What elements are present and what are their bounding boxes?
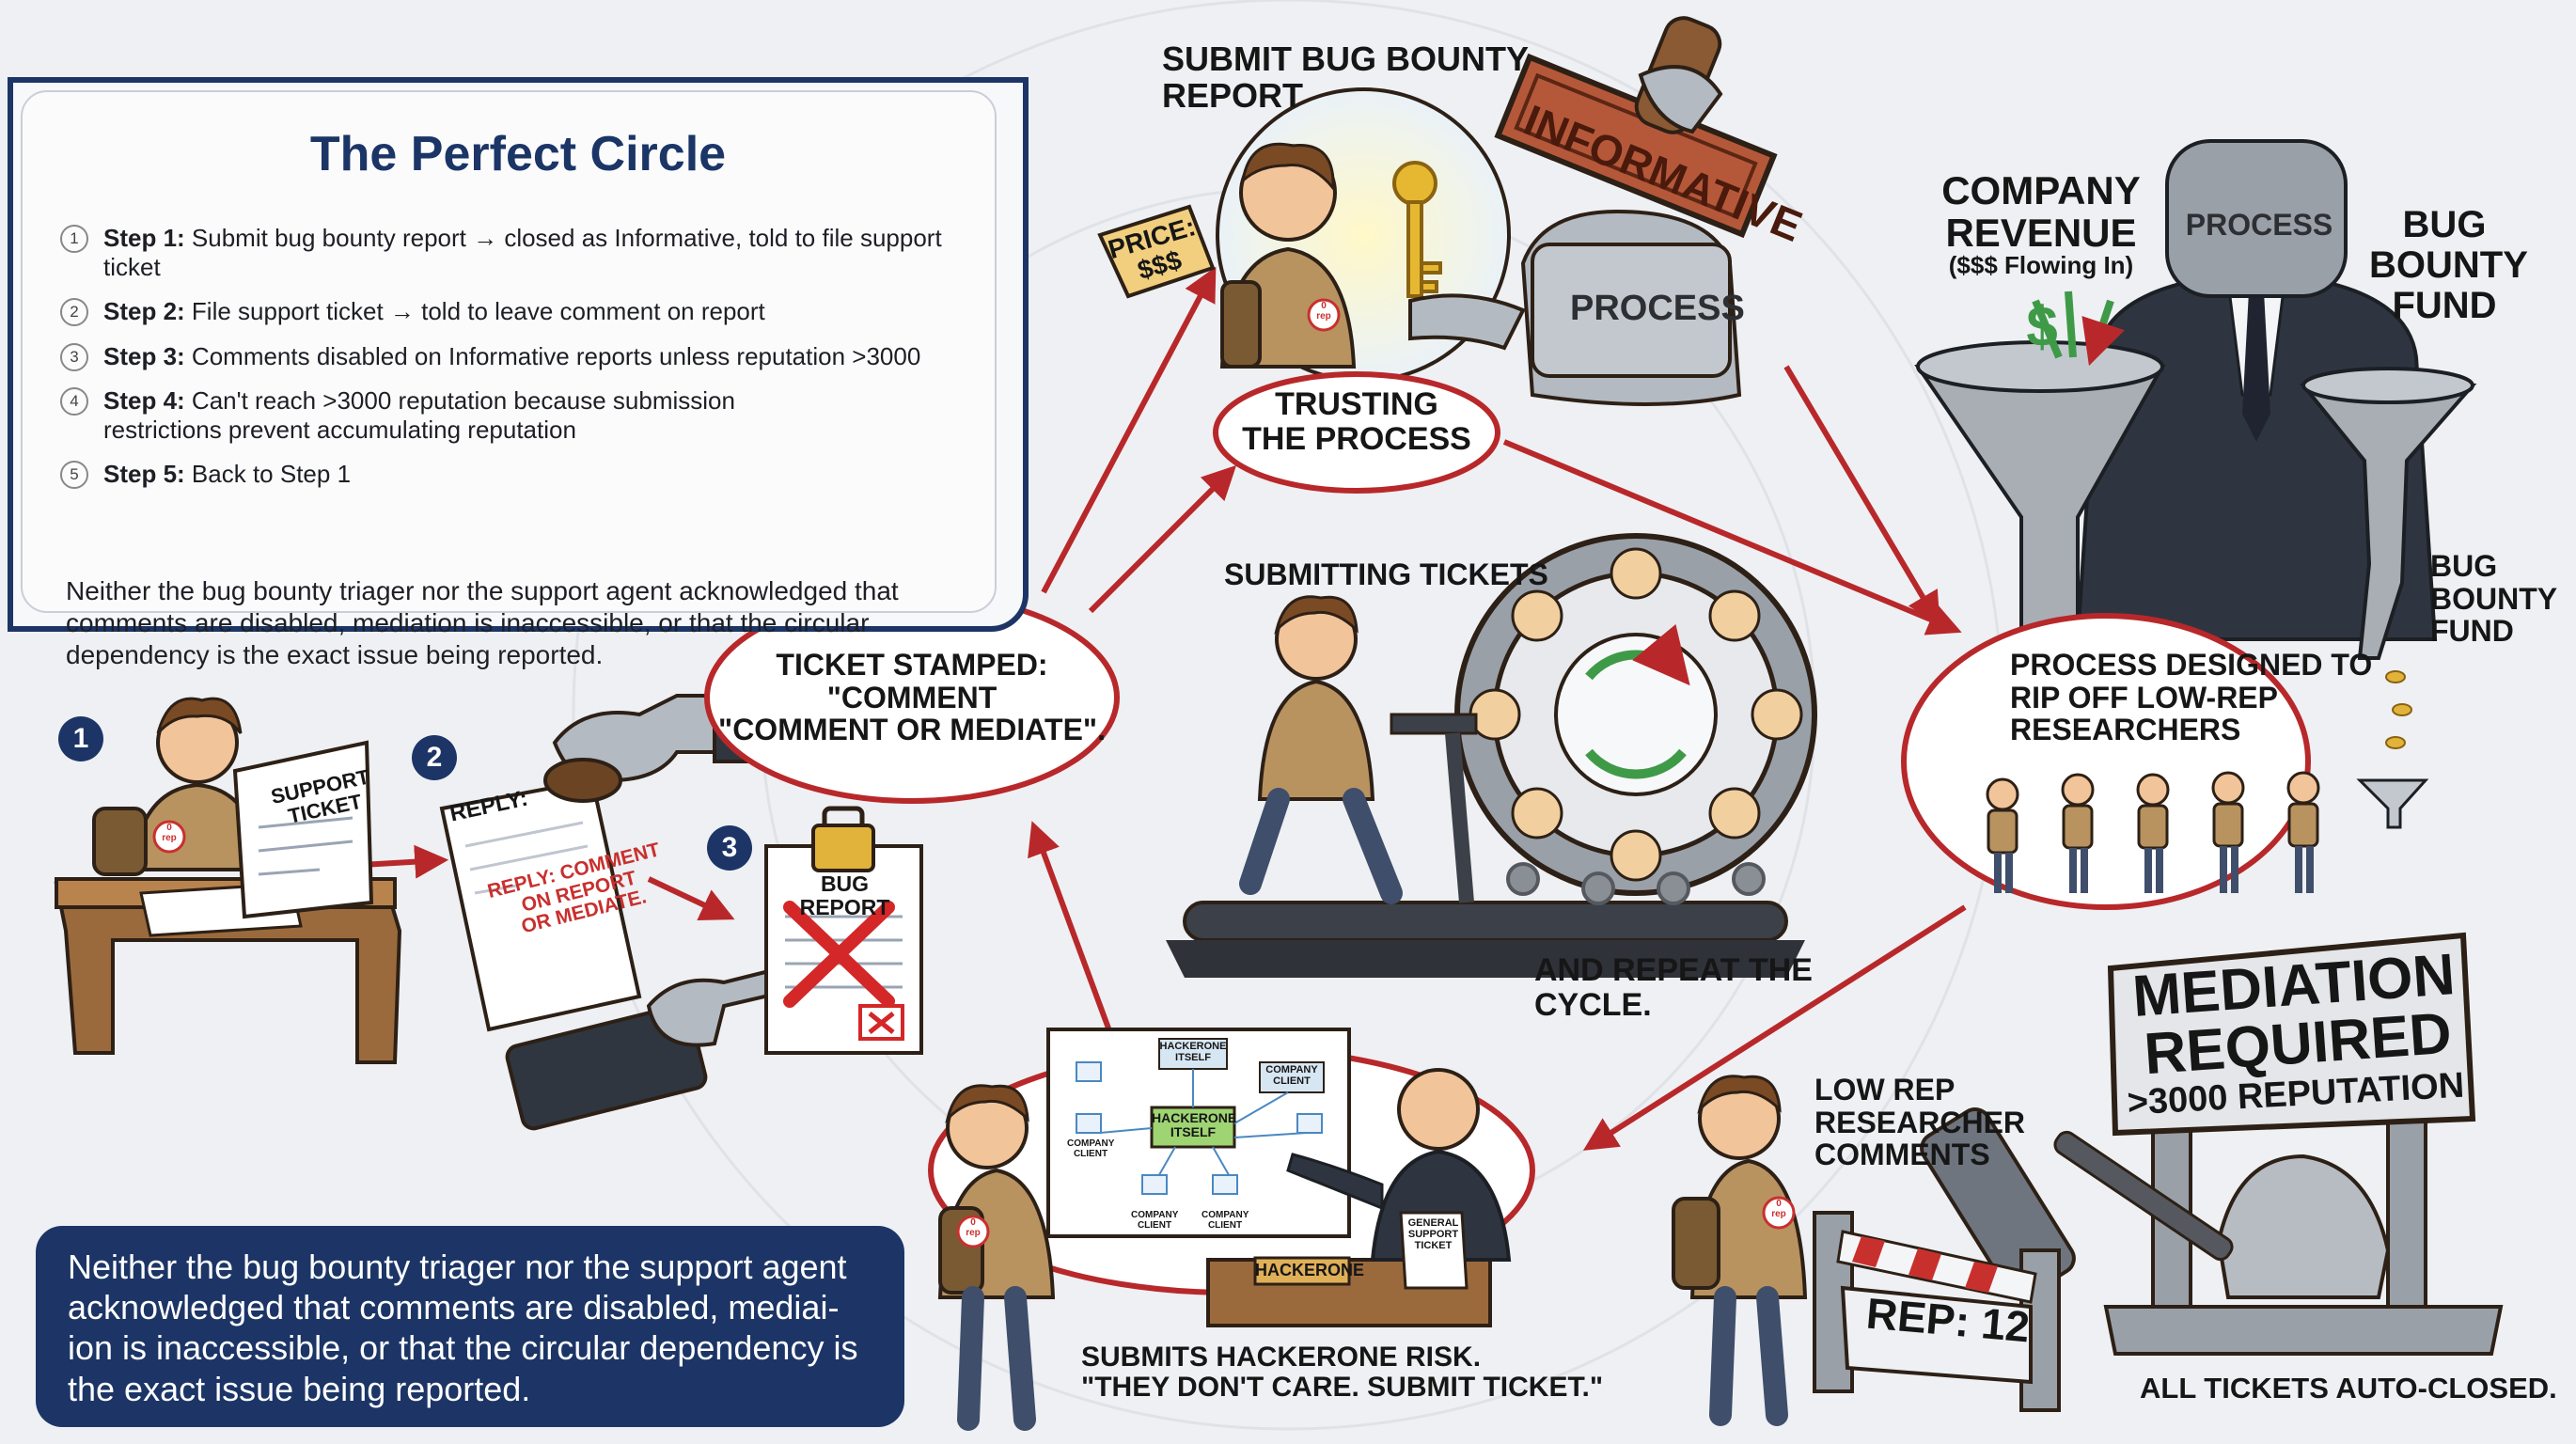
- process-designed-label: PROCESS DESIGNED TO RIP OFF LOW-REP RESE…: [2010, 648, 2373, 747]
- step-text: Submit bug bounty report → closed as Inf…: [103, 224, 942, 282]
- arrow-meeting-to-ticket: [1028, 821, 1117, 1045]
- step-text: Comments disabled on Informative reports…: [191, 341, 921, 370]
- bug-report-illustration: [764, 806, 923, 1055]
- pointing-robot-hand: [505, 965, 788, 1131]
- step-label: Step 4:: [103, 385, 185, 415]
- step-label: Step 1:: [103, 224, 185, 252]
- panel-title: The Perfect Circle: [309, 127, 727, 181]
- rep-badge-text: 0 rep: [1771, 1199, 1786, 1219]
- rep-badge-text: 0 rep: [966, 1217, 981, 1238]
- submits-risk-label: SUBMITS HACKERONE RISK. "THEY DON'T CARE…: [1081, 1342, 1604, 1404]
- researcher-crowd: [1986, 771, 2320, 893]
- step-label: Step 5:: [103, 460, 185, 489]
- step-badge-2: 2: [412, 735, 457, 780]
- mediation-sign-illustration: [1920, 932, 2504, 1356]
- step-text: File support ticket → told to leave comm…: [191, 297, 765, 326]
- arrow-process-to-meeting: [1582, 904, 1967, 1151]
- company-client-label: COMPANY CLIENT: [1067, 1138, 1115, 1159]
- step-number: 1: [60, 225, 88, 253]
- step-badge-1: 1: [58, 716, 103, 761]
- golden-key-icon: [1392, 161, 1442, 298]
- step-number: 5: [60, 461, 88, 490]
- auto-closed-label: ALL TICKETS AUTO-CLOSED.: [2140, 1372, 2557, 1405]
- rep-badges: [152, 298, 1796, 1248]
- arrow-robot-to-process: [1783, 365, 1940, 627]
- step-text: Can't reach >3000 reputation because sub…: [103, 385, 735, 444]
- step-item: 2 Step 2: File support ticket → told to l…: [60, 297, 1000, 327]
- company-client-label: COMPANY CLIENT: [1131, 1210, 1179, 1231]
- low-rep-label: LOW REP RESEARCHER COMMENTS: [1814, 1073, 2026, 1172]
- submit-report-label: SUBMIT BUG BOUNTY REPORT: [1162, 39, 1529, 115]
- arrow-to-trusting: [1088, 464, 1237, 614]
- company-client-label: COMPANY CLIENT: [1265, 1064, 1318, 1087]
- step-item: 3 Step 3: Comments disabled on Informativ…: [60, 342, 1000, 371]
- rep-badge-text: 0 rep: [1316, 301, 1331, 322]
- trusting-ellipse: [1213, 371, 1500, 494]
- low-rep-researcher-illustration: [1672, 1075, 1808, 1426]
- step-label: Step 2:: [103, 297, 185, 326]
- arrow-to-submit: [1041, 266, 1217, 594]
- mediation-required-label: MEDIATION REQUIRED: [2130, 942, 2458, 1088]
- process-suit-label: PROCESS: [2185, 208, 2333, 242]
- bug-bounty-fund-leak-label: BUG BOUNTY FUND: [2430, 549, 2558, 649]
- panel-note: Neither the bug bounty triager nor the s…: [66, 576, 899, 670]
- general-support-ticket-label: GENERAL SUPPORT TICKET: [1407, 1217, 1459, 1251]
- org-diagram-board: [1046, 1028, 1351, 1238]
- hackerone-itself-center-label: HACKERONE ITSELF: [1152, 1110, 1237, 1140]
- corporate-funnel-illustration: $: [1914, 139, 2477, 829]
- bug-bounty-fund-label: BUG BOUNTY FUND: [2369, 204, 2528, 327]
- price-tag-icon: [1097, 204, 1216, 299]
- support-agent-illustration: [1206, 1068, 1512, 1327]
- submitting-tickets-label: SUBMITTING TICKETS: [1224, 557, 1548, 591]
- svg-text:$: $: [2026, 295, 2057, 358]
- company-revenue-label: COMPANY REVENUE: [1941, 168, 2141, 256]
- step-number: 3: [60, 342, 88, 371]
- company-client-label: COMPANY CLIENT: [1202, 1210, 1249, 1231]
- hackerone-desk-label: HACKERONE: [1255, 1261, 1365, 1279]
- step-item: 4 Step 4: Can't reach >3000 reputation be…: [60, 386, 1000, 445]
- ticket-stamped-label: TICKET STAMPED: "COMMENT "COMMENT OR MED…: [718, 648, 1106, 747]
- bug-report-label: BUG REPORT: [799, 871, 890, 919]
- step-number: 2: [60, 298, 88, 327]
- step-label: Step 3:: [103, 341, 185, 370]
- step-item: 5 Step 5: Back to Step 1: [60, 460, 1000, 490]
- process-robot-label: PROCESS: [1570, 289, 1745, 328]
- process-robot-illustration: [1408, 16, 1778, 406]
- researcher-desk-illustration: [54, 697, 402, 1064]
- step-list: 1 Step 1: Submit bug bounty report → clos…: [60, 224, 1000, 504]
- arrow-trusting-to-process: [1502, 439, 1962, 636]
- step-text: Back to Step 1: [191, 460, 352, 489]
- step-item: 1 Step 1: Submit bug bounty report → clos…: [60, 224, 1000, 282]
- step-number: 4: [60, 386, 88, 416]
- summary-panel-inner: [21, 90, 997, 613]
- arrow-reply-to-bugreport: [647, 876, 735, 921]
- hackerone-itself-top-label: HACKERONE ITSELF: [1159, 1041, 1227, 1063]
- cycle-arrows: [361, 266, 1967, 1151]
- step-badge-3: 3: [707, 825, 752, 871]
- bottom-note: Neither the bug bounty triager nor the s…: [36, 1226, 904, 1427]
- arrow-desk-to-reply: [361, 844, 449, 879]
- revenue-sub-label: ($$$ Flowing In): [1948, 251, 2134, 279]
- rep-barrier-illustration: [1813, 1211, 2061, 1412]
- repeat-cycle-label: AND REPEAT THE CYCLE.: [1534, 952, 1813, 1023]
- treadmill-cycle-illustration: [1166, 533, 1817, 978]
- trusting-label: TRUSTING THE PROCESS: [1242, 386, 1471, 457]
- researcher-bottom-illustration: [937, 1084, 1056, 1431]
- rep-badge-text: 0 rep: [162, 823, 177, 843]
- summary-panel: The Perfect Circle 1 Step 1: Submit bug b…: [8, 77, 1029, 669]
